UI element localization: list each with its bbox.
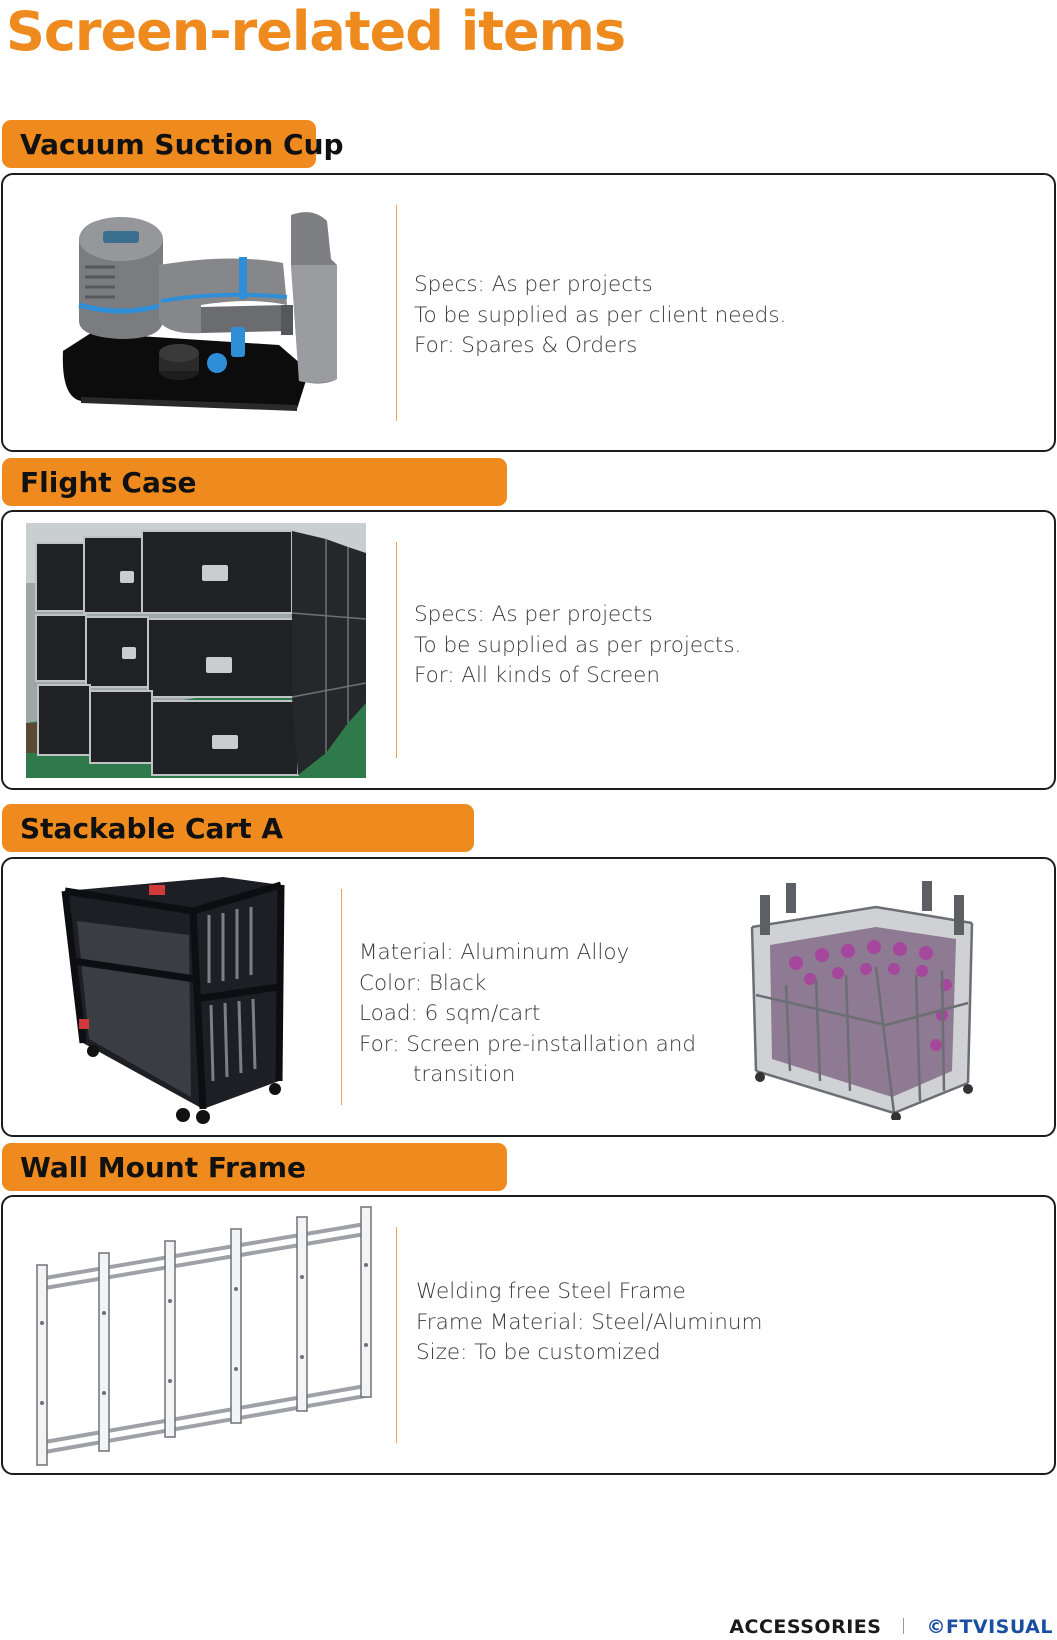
spec-line: Specs: As per projects [414, 602, 653, 627]
flight-case-image [26, 523, 366, 778]
spec-line: To be supplied as per client needs. [414, 302, 787, 328]
spec-line: Specs: As per projects [414, 272, 653, 297]
spec-line: For: All kinds of Screen [414, 663, 660, 688]
spec-line: To be supplied as per projects. [414, 632, 742, 658]
section-heading-stackable-cart-a: Stackable Cart A [2, 804, 474, 852]
section-heading-vacuum-suction-cup: Vacuum Suction Cup [2, 120, 344, 168]
stackable-cart-a-specs: Material: Aluminum Alloy Color: Black Lo… [359, 938, 696, 1091]
vacuum-suction-cup-image [62, 212, 337, 411]
stackable-cart-render-image [750, 881, 974, 1120]
spec-line: Material: Aluminum Alloy [359, 940, 630, 965]
card-stackable-cart-a: Material: Aluminum Alloy Color: Black Lo… [1, 857, 1056, 1137]
flight-case-specs: Specs: As per projects To be supplied as… [414, 600, 741, 692]
card-flight-case: Specs: As per projects To be supplied as… [1, 510, 1056, 790]
spec-line: Welding free Steel Frame [416, 1279, 686, 1304]
spec-line: Size: To be customized [416, 1340, 661, 1365]
section-heading-wall-mount-frame: Wall Mount Frame [2, 1143, 507, 1191]
footer-section-label: ACCESSORIES [729, 1616, 882, 1638]
spec-line: For: Screen pre-installation and [359, 1031, 697, 1057]
spec-line: Frame Material: Steel/Aluminum [416, 1309, 763, 1335]
page-title: Screen-related items [6, 0, 626, 63]
footer-divider [903, 1618, 905, 1634]
wall-mount-frame-image [36, 1206, 372, 1466]
spec-line: For: Spares & Orders [414, 333, 638, 358]
spec-line: transition [413, 1062, 516, 1087]
stackable-cart-black-image [61, 877, 285, 1124]
spec-line: Load: 6 sqm/cart [359, 1001, 541, 1026]
vacuum-suction-cup-specs: Specs: As per projects To be supplied as… [414, 270, 786, 362]
card-wall-mount-frame: Welding free Steel Frame Frame Material:… [1, 1195, 1056, 1475]
section-heading-flight-case: Flight Case [2, 458, 507, 506]
footer-brand: ©FTVISUAL [926, 1616, 1053, 1638]
spec-line: Color: Black [359, 970, 487, 996]
card-vacuum-suction-cup: Specs: As per projects To be supplied as… [1, 173, 1056, 452]
wall-mount-frame-specs: Welding free Steel Frame Frame Material:… [416, 1277, 762, 1369]
page-footer: ACCESSORIES ©FTVISUAL [729, 1616, 1053, 1638]
